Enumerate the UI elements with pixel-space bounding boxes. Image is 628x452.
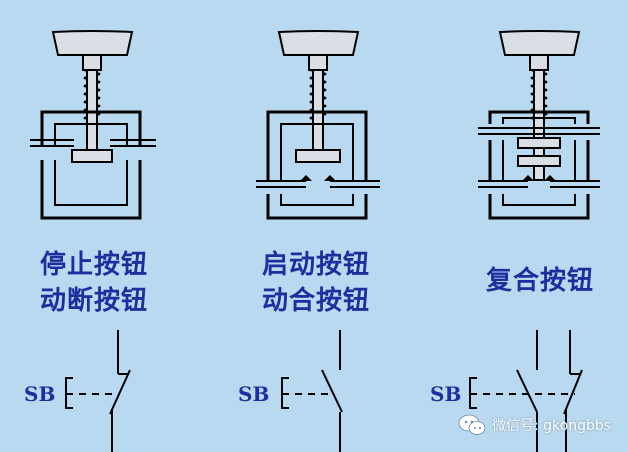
cap-neck xyxy=(308,54,328,71)
watermark-text: 微信号: gkongbbs xyxy=(492,418,612,434)
housing-outer xyxy=(266,110,368,220)
sb-label-compound: SB xyxy=(430,382,462,406)
moving-bridge xyxy=(71,149,113,163)
housing-outer xyxy=(488,110,590,220)
sb-label-no: SB xyxy=(238,382,270,406)
housing-inner xyxy=(280,123,354,206)
lower-bridge xyxy=(517,155,561,167)
upper-bridge xyxy=(517,137,561,149)
symbol-compound xyxy=(469,330,583,452)
push-cap xyxy=(498,30,581,56)
housing-inner xyxy=(502,117,576,206)
plunger-rod xyxy=(86,69,98,151)
push-cap xyxy=(51,30,134,56)
cap-neck xyxy=(82,54,102,71)
no-button-label: 动合按钮 xyxy=(262,286,371,316)
housing-outer xyxy=(40,110,142,220)
plunger-rod xyxy=(533,69,545,181)
start-button-label: 启动按钮 xyxy=(262,250,371,280)
compound-button-drawing xyxy=(478,30,600,220)
watermark: 微信号: gkongbbs xyxy=(458,414,611,436)
nc-button-label: 动断按钮 xyxy=(40,286,149,316)
symbol-nc xyxy=(65,330,131,452)
plunger-rod xyxy=(312,69,324,151)
stop-button-drawing xyxy=(30,30,156,220)
push-cap xyxy=(277,30,360,56)
compound-button-label: 复合按钮 xyxy=(486,266,595,296)
moving-bridge xyxy=(295,149,341,163)
stop-button-label: 停止按钮 xyxy=(40,250,149,280)
sb-label-nc: SB xyxy=(24,382,56,406)
cap-neck xyxy=(529,54,549,71)
start-button-drawing xyxy=(256,30,380,220)
housing-inner xyxy=(54,123,128,206)
symbol-no xyxy=(281,330,343,452)
wechat-icon xyxy=(458,414,486,436)
